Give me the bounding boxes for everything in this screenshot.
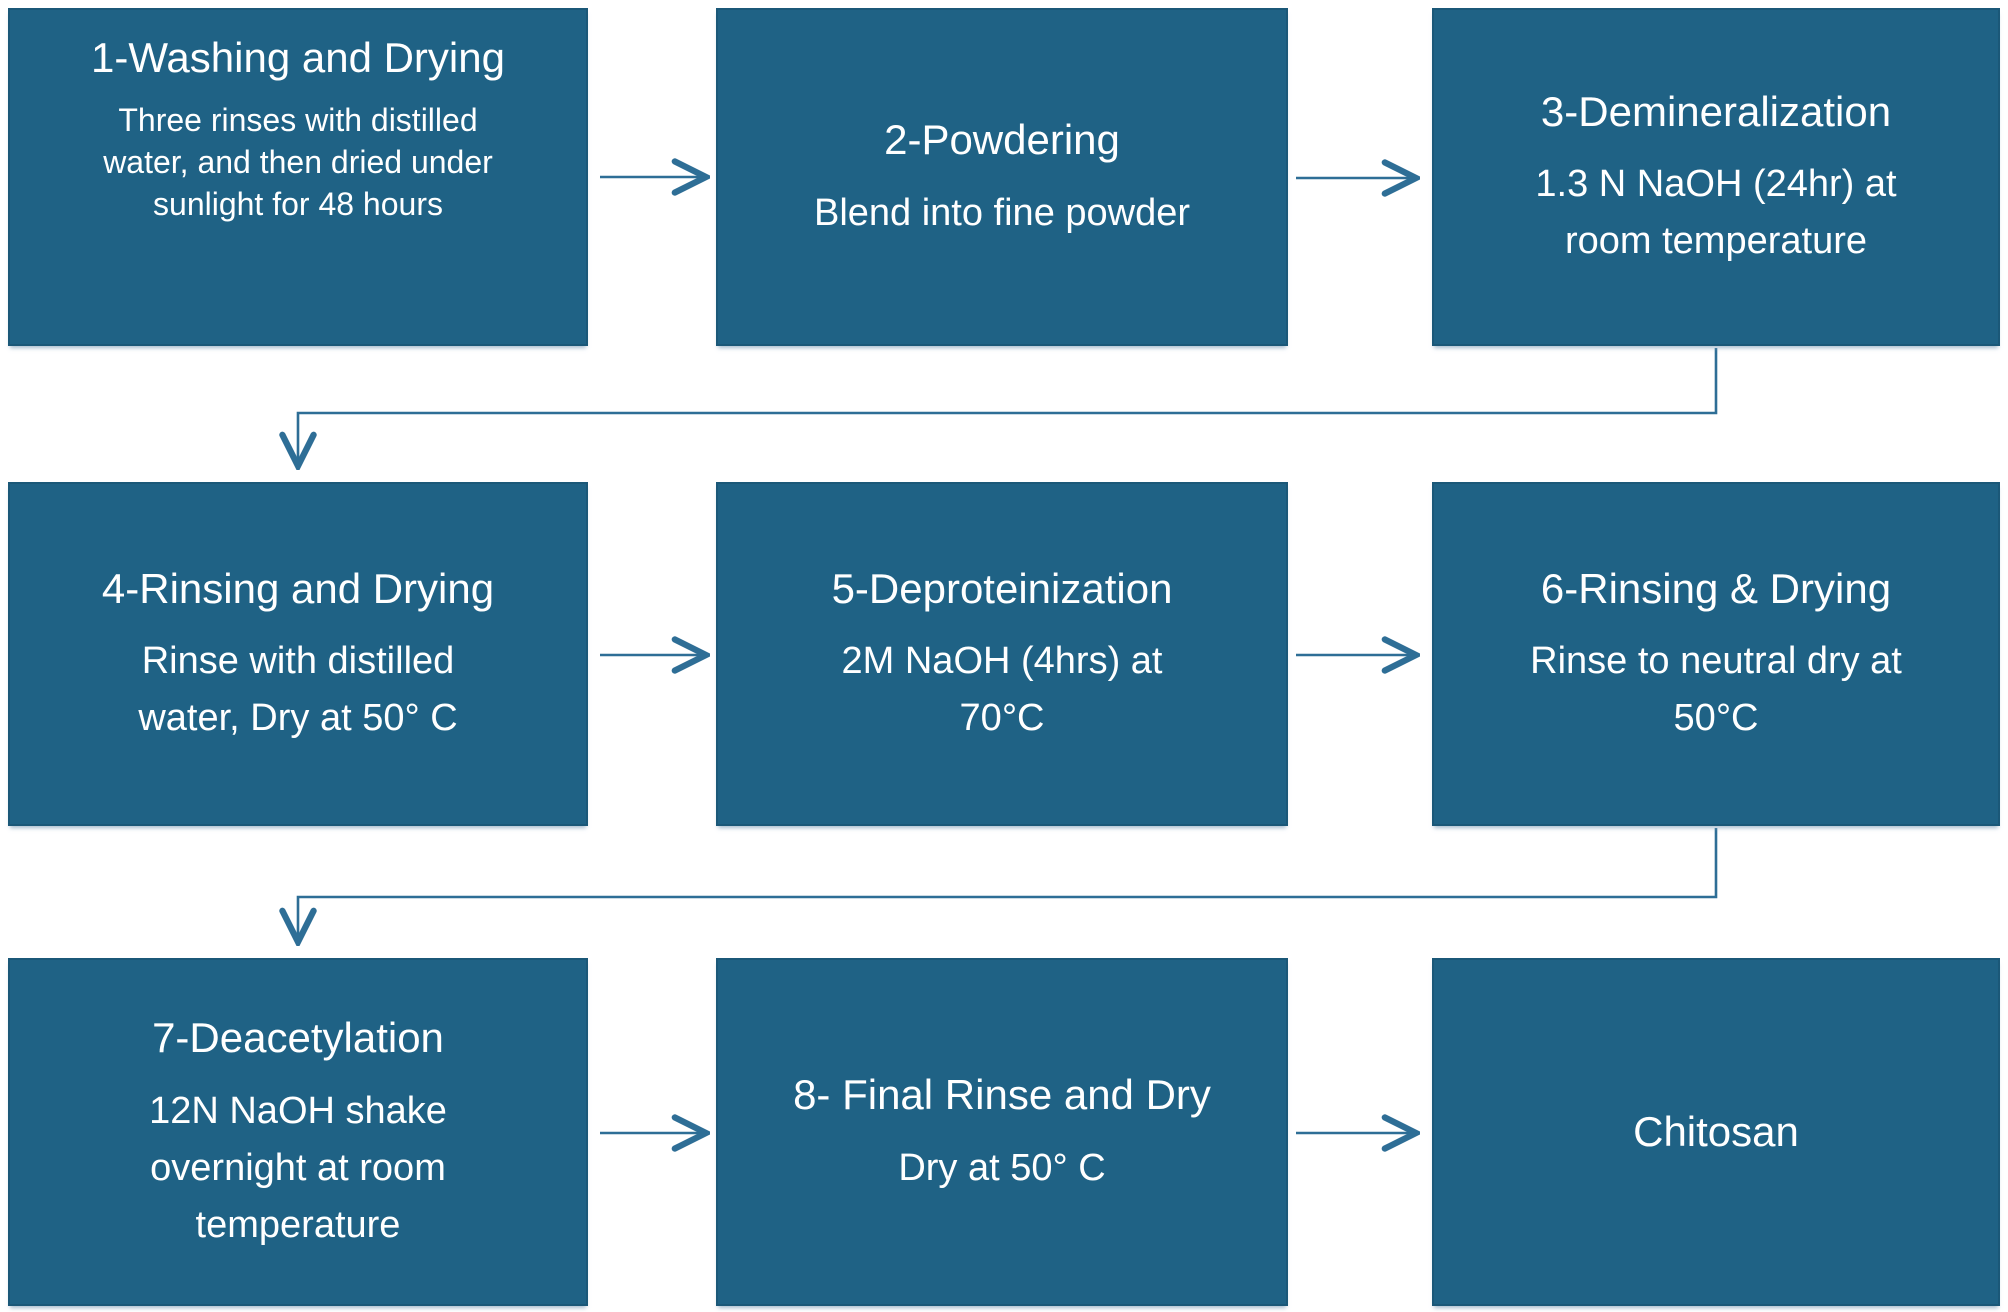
step-box-deacetylation: 7-Deacetylation 12N NaOH shake overnight… — [8, 958, 588, 1306]
step-body: 12N NaOH shake overnight at room tempera… — [149, 1089, 447, 1246]
step-title: 2-Powdering — [884, 116, 1120, 164]
step-box-washing-drying: 1-Washing and Drying Three rinses with d… — [8, 8, 588, 346]
step-title: 3-Demineralization — [1540, 87, 1892, 135]
step-body: Dry at 50° C — [898, 1146, 1106, 1189]
step-title: 5-Deproteinization — [831, 564, 1173, 612]
step-body: Blend into fine powder — [813, 191, 1191, 234]
arrow-3-to-4-elbow — [298, 348, 1718, 466]
step-title: 6-Rinsing & Drying — [1540, 564, 1892, 612]
step-body: Rinse with distilled water, Dry at 50° C — [138, 640, 458, 740]
step-box-demineralization: 3-Demineralization 1.3 N NaOH (24hr) at … — [1432, 8, 2000, 346]
step-body: 1.3 N NaOH (24hr) at room temperature — [1535, 163, 1897, 263]
step-body: 2M NaOH (4hrs) at 70°C — [841, 640, 1163, 740]
step-box-final-rinse-dry: 8- Final Rinse and Dry Dry at 50° C — [716, 958, 1288, 1306]
step-title: 4-Rinsing and Drying — [101, 564, 495, 612]
step-box-powdering: 2-Powdering Blend into fine powder — [716, 8, 1288, 346]
step-title: 1-Washing and Drying — [91, 34, 505, 81]
step-box-chitosan: Chitosan — [1432, 958, 2000, 1306]
step-body: Rinse to neutral dry at 50°C — [1530, 640, 1902, 740]
arrow-6-to-7-elbow — [298, 828, 1718, 942]
step-title: 7-Deacetylation — [152, 1014, 444, 1062]
step-box-rinsing-drying: 4-Rinsing and Drying Rinse with distille… — [8, 482, 588, 826]
step-body: Three rinses with distilled water, and t… — [103, 101, 493, 223]
step-box-deproteinization: 5-Deproteinization 2M NaOH (4hrs) at 70°… — [716, 482, 1288, 826]
step-title: 8- Final Rinse and Dry — [793, 1071, 1211, 1119]
step-box-rinsing-drying-2: 6-Rinsing & Drying Rinse to neutral dry … — [1432, 482, 2000, 826]
step-title: Chitosan — [1633, 1107, 1799, 1155]
